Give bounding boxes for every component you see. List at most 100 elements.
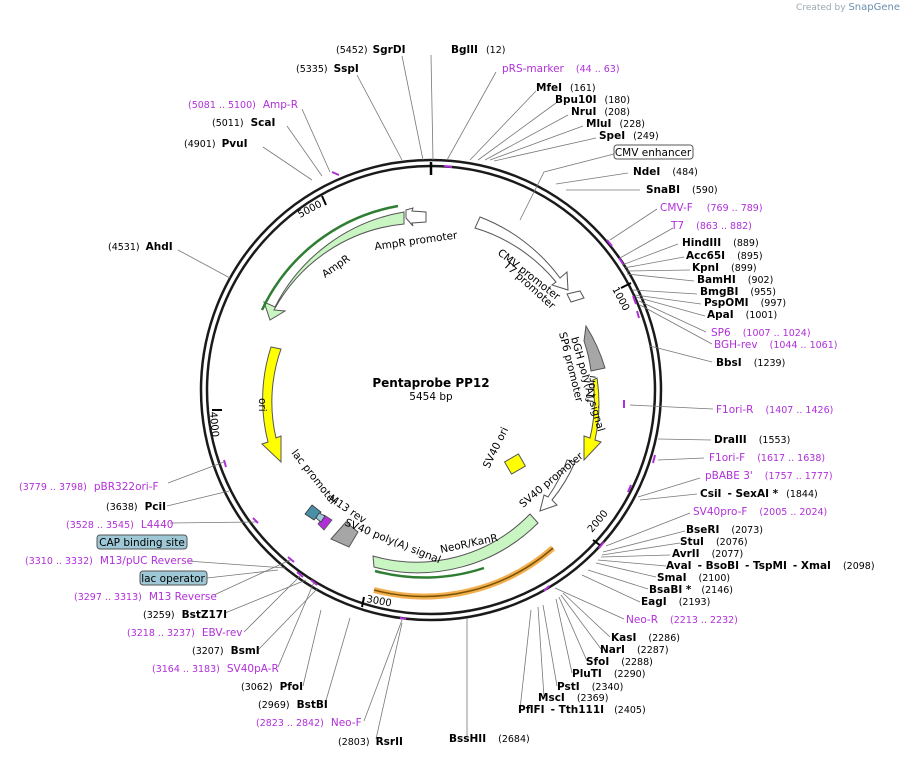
label-pvui: (4901) PvuI: [184, 138, 248, 150]
pos-neo-r: (2213 .. 2232): [670, 615, 738, 626]
label-f1ori-f: F1ori-F(1617 .. 1638): [709, 452, 825, 464]
pos-t7: (863 .. 882): [696, 221, 752, 232]
pos-bgh-rev: (1044 .. 1061): [770, 340, 838, 351]
label-ndei: NdeI(484): [633, 166, 698, 178]
name-ebv-rev: EBV-rev: [202, 627, 243, 639]
label-kasi: KasI(2286): [611, 632, 680, 644]
tick-3000: [361, 596, 365, 608]
label-bsabi: BsaBI *(2146): [649, 584, 733, 596]
name-xmai: - XmaI: [793, 560, 831, 572]
label-sv40-polya: SV40 poly(A) signal: [343, 517, 443, 567]
pos-ebv-rev: (3218 .. 3237): [127, 628, 195, 639]
pos-bpu10i: (180): [605, 95, 631, 106]
pos-stui: (2076): [716, 537, 748, 548]
name-mfei: MfeI: [536, 82, 562, 94]
pos-psti: (2340): [592, 682, 624, 693]
name-bamhi: BamHI: [697, 274, 736, 286]
t7-promoter-feature: [566, 290, 585, 303]
name-pcii: PciI: [145, 501, 166, 513]
pos-bsshii: (2684): [498, 734, 530, 745]
pos-spei: (249): [633, 131, 659, 142]
primer-mark-ebv: [296, 571, 304, 578]
pos-pvui: (4901): [184, 139, 216, 150]
label-neo-f: (2823 .. 2842)Neo-F: [256, 717, 362, 729]
label-pspomi: PspOMI(997): [704, 297, 786, 309]
name-pfoi: PfoI: [280, 681, 303, 693]
name-bglii: BglII: [451, 44, 478, 56]
pos-sp6: (1007 .. 1024): [743, 328, 811, 339]
sv40-polya-feature: [330, 521, 359, 548]
pos-bseri: (2073): [731, 525, 763, 536]
label-m13-puc-reverse: (3310 .. 3332)M13/pUC Reverse: [25, 555, 193, 567]
label-apai: ApaI(1001): [707, 309, 777, 321]
name-tth111i: - Tth111I: [551, 704, 605, 716]
pos-sfoi: (2288): [621, 657, 653, 668]
pos-xmai: (2098): [843, 561, 875, 572]
name-bgh-rev: BGH-rev: [714, 339, 758, 351]
pos-sv40pro-f: (2005 .. 2024): [759, 507, 827, 518]
pos-sv40pa-r: (3164 .. 3183): [152, 664, 220, 675]
label-bamhi: BamHI(902): [697, 274, 773, 286]
tick-label-1000: 1000: [609, 285, 631, 313]
name-rsrii: RsrII: [376, 736, 403, 748]
primer-mark-pbabe: [627, 484, 632, 493]
neor-orf-green: [374, 566, 485, 579]
pos-bstz17i: (3259): [143, 610, 175, 621]
primer-mark-l4440: [252, 517, 259, 524]
label-sp6-primer: SP6(1007 .. 1024): [711, 327, 811, 339]
name-sexai: - SexAI *: [727, 488, 778, 500]
name-pvui: PvuI: [222, 138, 248, 150]
name-stui: StuI: [680, 536, 704, 548]
primer-mark-prs: [443, 165, 453, 168]
pos-ahdi: (4531): [108, 242, 140, 253]
name-snabi: SnaBI: [646, 184, 680, 196]
name-amp-r: Amp-R: [263, 99, 298, 111]
tick-marks: 1000 2000 3000 4000 5000: [207, 195, 632, 609]
tick-2000: [592, 539, 602, 547]
name-pbr322ori-f: pBR322ori-F: [94, 481, 159, 493]
pos-pluti: (2290): [614, 669, 646, 680]
primer-mark-sp6: [632, 295, 637, 305]
pos-f1ori-f: (1617 .. 1638): [757, 453, 825, 464]
label-pcii: (3638)PciI: [106, 501, 166, 513]
label-bbsi: BbsI(1239): [716, 357, 785, 369]
ampr-orf: [260, 204, 399, 311]
watermark: Created by SnapGene: [796, 2, 900, 13]
neor-feature: [372, 513, 539, 574]
tick-label-2000: 2000: [586, 508, 611, 535]
pos-rsrii: (2803): [338, 737, 370, 748]
name-f1ori-r: F1ori-R: [716, 404, 753, 416]
label-cmv-f: CMV-F(769 .. 789): [660, 202, 763, 214]
pos-pbr322ori-f: (3779 .. 3798): [19, 482, 87, 493]
primer-marks: [223, 165, 656, 620]
name-nari: NarI: [600, 644, 625, 656]
pos-acc65i: (895): [737, 251, 763, 262]
label-t7-primer: T7(863 .. 882): [670, 220, 752, 232]
primer-mark-sv40pro: [598, 541, 605, 549]
name-sfoi: SfoI: [586, 656, 609, 668]
label-ampr-promoter: AmpR promoter: [374, 229, 459, 253]
name-kasi: KasI: [611, 632, 636, 644]
label-bstbi: (2969)BstBI: [258, 699, 328, 711]
leader-lines: [166, 54, 714, 740]
tick-1000: [620, 282, 632, 289]
label-mlui: MluI(228): [586, 118, 645, 130]
pos-l4440: (3528 .. 3545): [66, 520, 134, 531]
label-sfoi: SfoI (2288): [586, 656, 653, 668]
label-bglii: BglII(12): [451, 44, 505, 56]
snapgene-logo: SnapGene: [848, 2, 900, 13]
pos-kpni: (899): [731, 263, 757, 274]
label-smai: SmaI(2100): [657, 572, 730, 584]
pos-cmv-f: (769 .. 789): [707, 203, 763, 214]
label-bstz17i: (3259)BstZ17I: [143, 609, 227, 621]
label-bmgbi: BmgBI(955): [700, 286, 776, 298]
name-bsmi: BsmI: [231, 645, 260, 657]
label-prs-marker: pRS-marker(44 .. 63): [502, 63, 620, 75]
label-kpni: KpnI(899): [692, 262, 757, 274]
sv40-ori-feature: [503, 453, 527, 475]
label-sv40pro-f: SV40pro-F(2005 .. 2024): [693, 506, 827, 518]
name-m13-puc-reverse: M13/pUC Reverse: [100, 555, 193, 567]
pos-amp-r: (5081 .. 5100): [188, 100, 256, 111]
label-scai: (5011)ScaI: [212, 117, 275, 129]
name-mlui: MluI: [586, 118, 611, 130]
